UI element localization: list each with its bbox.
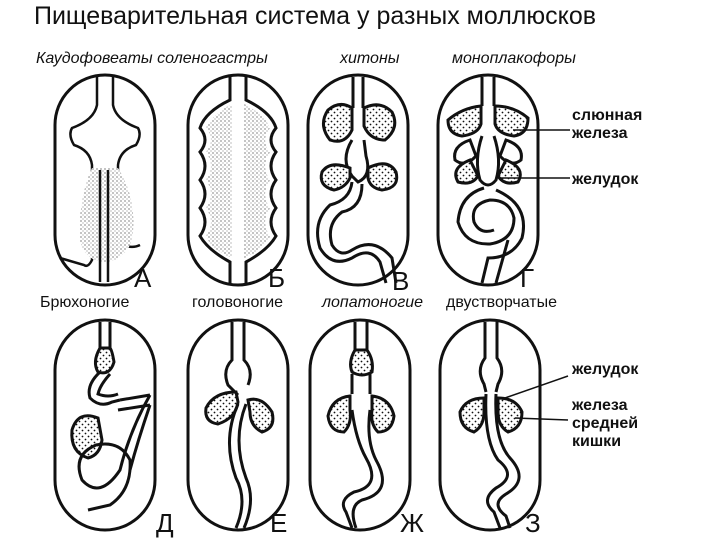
salivary-gland-v-right bbox=[362, 103, 397, 142]
body-outline-b bbox=[186, 73, 290, 287]
diagram-g bbox=[436, 73, 540, 287]
diagram-v bbox=[306, 73, 410, 287]
midgut-a bbox=[79, 168, 134, 262]
label-pointers bbox=[500, 129, 570, 421]
letter-g: Г bbox=[520, 263, 534, 293]
diagram-z bbox=[438, 318, 542, 532]
diagram-zh bbox=[308, 318, 412, 532]
caption-chitons: хитоны bbox=[340, 50, 400, 67]
diagram-e bbox=[186, 318, 290, 532]
caption-gastropods: Брюхоногие bbox=[40, 294, 130, 311]
letter-e: Е bbox=[270, 508, 287, 538]
body-outline-z bbox=[438, 318, 542, 532]
esophagus-v bbox=[351, 77, 365, 108]
caption-bivalves: двустворчатые bbox=[446, 294, 558, 311]
label-midgut-line2: средней bbox=[572, 415, 638, 432]
letter-zh: Ж bbox=[400, 508, 424, 538]
letter-b: Б bbox=[268, 263, 285, 293]
gut-b bbox=[198, 77, 278, 283]
body-outline-v bbox=[306, 73, 410, 287]
diagram-a bbox=[53, 73, 157, 287]
label-midgut-line1: железа bbox=[571, 397, 628, 414]
letter-z: З bbox=[525, 508, 541, 538]
caption-cephalopods: головоногие bbox=[192, 294, 284, 311]
caption-scaphopods: лопатоногие bbox=[322, 294, 424, 311]
page-title: Пищеварительная система у разных моллюск… bbox=[34, 2, 597, 30]
label-salivary-line1: слюнная bbox=[572, 107, 642, 124]
body-outline-g bbox=[436, 73, 540, 287]
body-outline-a bbox=[53, 73, 157, 287]
diagram-b bbox=[186, 73, 290, 287]
caption-monoplacophora: моноплакофоры bbox=[452, 50, 576, 67]
label-stomach-bottom: желудок bbox=[571, 361, 639, 378]
stomach-g bbox=[475, 135, 501, 187]
caption-caudofoveata: Каудофовеаты соленогастры bbox=[36, 50, 268, 67]
letter-a: А bbox=[134, 263, 152, 293]
stomach-v bbox=[344, 139, 370, 184]
body-outline-d bbox=[53, 318, 157, 532]
letter-d: Д bbox=[156, 508, 174, 538]
salivary-gland-d bbox=[93, 346, 116, 375]
label-midgut-line3: кишки bbox=[572, 433, 621, 450]
letter-v: В bbox=[392, 266, 409, 296]
label-salivary-line2: железа bbox=[571, 125, 628, 142]
salivary-gland-v-left bbox=[322, 103, 354, 143]
body-outline-zh bbox=[308, 318, 412, 532]
label-stomach-top: желудок bbox=[571, 171, 639, 188]
diagram-d bbox=[53, 318, 157, 532]
intestine-v bbox=[316, 181, 388, 284]
body-outline-e bbox=[186, 318, 290, 532]
